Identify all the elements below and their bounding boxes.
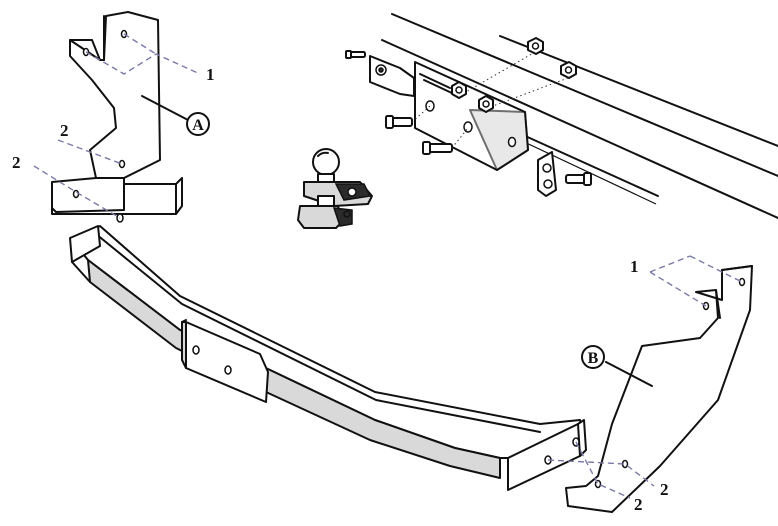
part-label-b-text: B [588, 350, 599, 367]
callout-1-right: 1 [630, 257, 639, 276]
bracket-a [51, 11, 161, 213]
nut-icon [560, 61, 577, 79]
bolt-icon [422, 141, 453, 155]
nut-icon [451, 81, 467, 99]
hitch-ball-icon [297, 148, 373, 229]
bracket-b [565, 265, 753, 513]
vehicle-chassis-rail [381, 13, 778, 219]
leader-a [141, 95, 189, 121]
bolt-icon [565, 172, 592, 186]
callout-2-right-upper: 2 [660, 480, 669, 499]
callout-2-left-upper: 2 [60, 121, 69, 140]
callout-2-right-lower: 2 [634, 495, 643, 514]
callout-2-left-lower: 2 [12, 153, 21, 172]
part-label-b: B [581, 345, 605, 369]
alignment-lines [33, 33, 743, 499]
part-label-a: A [186, 112, 210, 136]
part-label-a-text: A [192, 117, 204, 134]
callout-1-left: 1 [206, 65, 215, 84]
bolt-icon [385, 115, 413, 129]
nut-icon [527, 37, 544, 55]
bolt-icon [345, 50, 366, 59]
nut-icon [478, 95, 494, 113]
chassis-bracket [369, 55, 415, 97]
chassis-lug [537, 151, 557, 197]
leader-b [605, 361, 653, 387]
